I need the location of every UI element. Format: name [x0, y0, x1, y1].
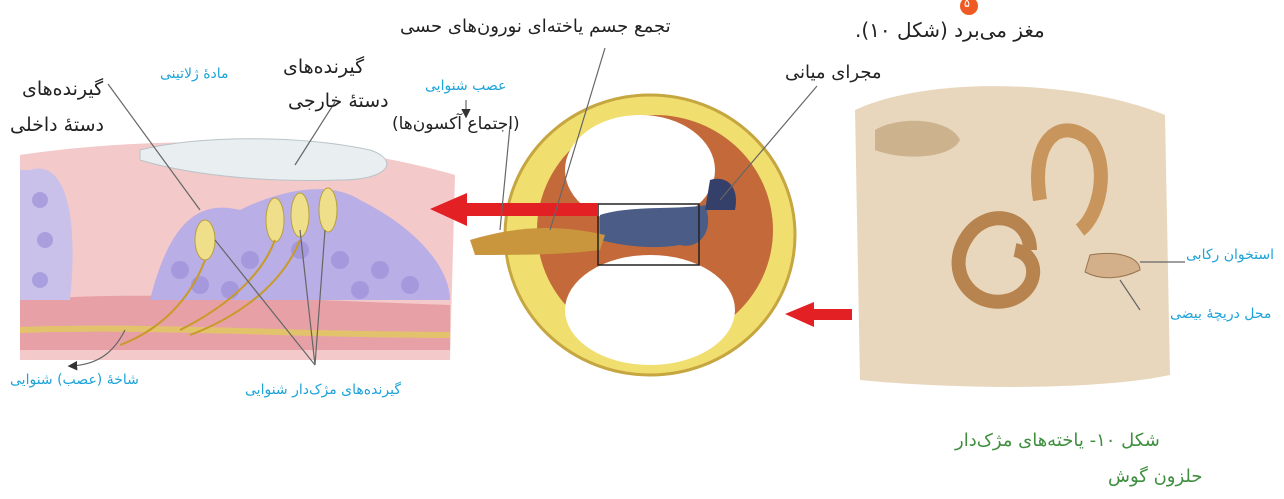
caption-line-1: شکل ۱۰- یاخته‌های مژک‌دار — [955, 430, 1160, 451]
label-nucleus-assembly: تجمع جسم یاخته‌ای نورون‌های حسی — [400, 16, 671, 37]
label-middle-canal: مجرای میانی — [785, 62, 882, 83]
inner-ear-illustration — [855, 86, 1170, 387]
cochlea-cross-section-illustration — [470, 95, 795, 375]
badge-number: ۵ — [964, 0, 970, 10]
header-text: مغز می‌برد (شکل ۱۰). — [855, 18, 1045, 42]
label-oval-window: محل دریچهٔ بیضی — [1170, 306, 1271, 322]
label-stapes: استخوان رکابی — [1186, 247, 1274, 263]
organ-of-corti-illustration — [20, 139, 455, 360]
label-gelatinous: مادهٔ ژلاتینی — [160, 66, 229, 82]
label-inner-receptors-2: دستهٔ داخلی — [10, 114, 104, 136]
caption-line-2: حلزون گوش — [1108, 466, 1203, 487]
label-axon-gathering: (اجتماع آکسون‌ها) — [392, 114, 520, 134]
label-nerve-branch: شاخهٔ (عصب) شنوایی — [10, 372, 139, 388]
label-inner-receptors-1: گیرنده‌های — [22, 78, 103, 100]
label-auditory-nerve: عصب شنوایی — [425, 78, 506, 94]
label-outer-receptors-1: گیرنده‌های — [283, 56, 364, 78]
label-outer-receptors-2: دستهٔ خارجی — [288, 90, 389, 112]
label-hair-receptors: گیرنده‌های مژک‌دار شنوایی — [245, 382, 401, 398]
arrow-right-to-middle — [785, 302, 852, 327]
